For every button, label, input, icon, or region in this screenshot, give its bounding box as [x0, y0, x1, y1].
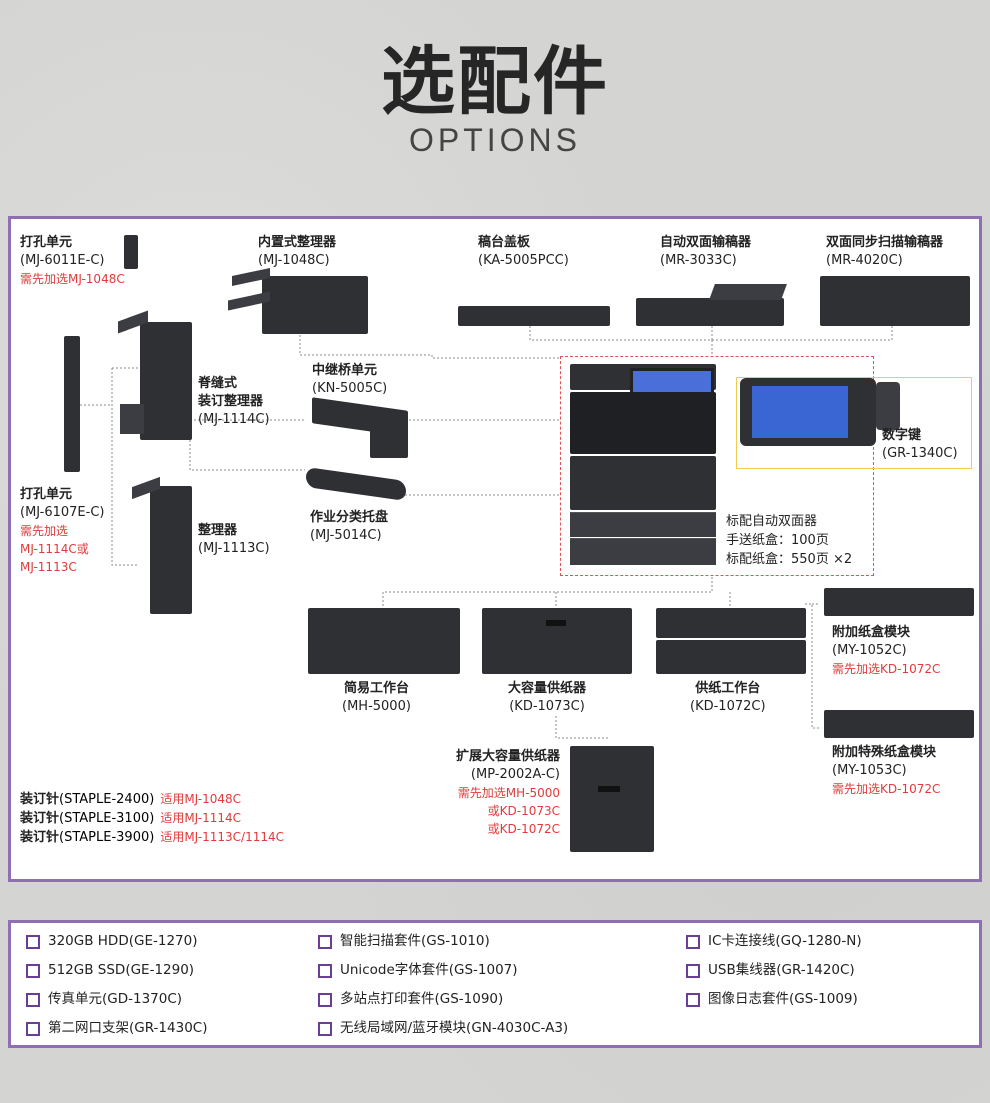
mfp-body [570, 456, 716, 510]
checkbox-icon[interactable] [318, 993, 332, 1007]
staple-item: 装订针(STAPLE-2400)适用MJ-1048C [20, 792, 242, 807]
checkbox-icon[interactable] [686, 964, 700, 978]
add-special-drawer-label: 附加特殊纸盒模块 (MY-1053C) 需先加选KD-1072C [832, 745, 941, 796]
add-special-drawer-image [824, 710, 974, 738]
bridge-unit-label: 中继桥单元 (KN-5005C) [312, 363, 388, 396]
checkbox-icon[interactable] [26, 964, 40, 978]
punch-unit-6107-label: 打孔单元 (MJ-6107E-C) 需先加选 MJ-1114C或 MJ-1113… [20, 487, 105, 574]
mfp-drawer-1 [570, 512, 716, 537]
job-separator-tray-label: 作业分类托盘 (MJ-5014C) [310, 510, 389, 543]
numeric-keypad-image [876, 382, 900, 430]
accessory-image-log[interactable]: 图像日志套件(GS-1009) [686, 990, 858, 1008]
mfp-output-area [570, 392, 716, 454]
ext-lcf-image [570, 746, 654, 852]
accessory-usb-hub[interactable]: USB集线器(GR-1420C) [686, 961, 855, 979]
accessory-multi-station-print[interactable]: 多站点打印套件(GS-1090) [318, 990, 503, 1008]
saddle-finisher-image [140, 322, 192, 440]
page-title: 选配件 [381, 39, 609, 125]
reversing-adf-tray [709, 284, 787, 300]
main-unit-frame [560, 356, 874, 576]
dual-scan-adf-image [820, 276, 970, 326]
paper-stand-label: 供纸工作台 (KD-1072C) [690, 681, 766, 714]
accessory-wlan-bluetooth[interactable]: 无线局域网/蓝牙模块(GN-4030C-A3) [318, 1019, 568, 1037]
inner-finisher-image [262, 276, 368, 334]
page-subtitle: OPTIONS [408, 122, 581, 158]
add-drawer-label: 附加纸盒模块 (MY-1052C) 需先加选KD-1072C [832, 625, 941, 676]
accessory-ssd[interactable]: 512GB SSD(GE-1290) [26, 961, 194, 979]
control-panel-frame [736, 377, 972, 469]
checkbox-icon[interactable] [318, 1022, 332, 1036]
accessory-unicode-font[interactable]: Unicode字体套件(GS-1007) [318, 961, 518, 979]
ext-lcf-label: 扩展大容量供纸器 (MP-2002A-C) 需先加选MH-5000 或KD-10… [455, 749, 560, 836]
saddle-finisher-label: 脊缝式 装订整理器 (MJ-1114C) [198, 376, 270, 427]
platen-cover-image [458, 306, 610, 326]
staple-list: 装订针(STAPLE-2400)适用MJ-1048C 装订针(STAPLE-31… [20, 790, 284, 847]
finisher-image [150, 486, 192, 614]
lcf-image [482, 608, 632, 674]
staple-item: 装订针(STAPLE-3100)适用MJ-1114C [20, 811, 242, 826]
simple-stand-label: 简易工作台 (MH-5000) [342, 681, 411, 714]
checkbox-icon[interactable] [686, 935, 700, 949]
paper-stand-drawer-1 [656, 608, 806, 638]
dual-scan-adf-label: 双面同步扫描输稿器 (MR-4020C) [826, 235, 944, 268]
accessories-panel [8, 920, 982, 1048]
add-drawer-image [824, 588, 974, 616]
checkbox-icon[interactable] [26, 935, 40, 949]
checkbox-icon[interactable] [26, 993, 40, 1007]
staple-item: 装订针(STAPLE-3900)适用MJ-1113C/1114C [20, 830, 284, 845]
finisher-label: 整理器 (MJ-1113C) [198, 523, 270, 556]
control-panel-screen [752, 386, 848, 438]
simple-stand-image [308, 608, 460, 674]
reversing-adf-label: 自动双面输稿器 (MR-3033C) [660, 235, 752, 268]
saddle-finisher-booklet-tray [120, 404, 144, 434]
accessory-hdd[interactable]: 320GB HDD(GE-1270) [26, 932, 197, 950]
accessory-ic-card-cable[interactable]: IC卡连接线(GQ-1280-N) [686, 932, 862, 950]
inner-finisher-label: 内置式整理器 (MJ-1048C) [258, 235, 337, 268]
checkbox-icon[interactable] [26, 1022, 40, 1036]
accessory-second-nic[interactable]: 第二网口支架(GR-1430C) [26, 1019, 207, 1037]
punch-unit-6011-image [124, 235, 138, 269]
checkbox-icon[interactable] [318, 964, 332, 978]
bridge-unit-body [370, 420, 408, 458]
ext-lcf-handle [598, 786, 620, 792]
platen-cover-label: 稿台盖板 (KA-5005PCC) [478, 235, 569, 268]
lcf-handle [546, 620, 566, 626]
accessory-fax[interactable]: 传真单元(GD-1370C) [26, 990, 182, 1008]
numeric-keypad-label: 数字键 (GR-1340C) [882, 428, 958, 461]
checkbox-icon[interactable] [318, 935, 332, 949]
checkbox-icon[interactable] [686, 993, 700, 1007]
paper-stand-drawer-2 [656, 640, 806, 674]
lcf-label: 大容量供纸器 (KD-1073C) [508, 681, 587, 714]
mfp-drawer-2 [570, 538, 716, 565]
standard-features-label: 标配自动双面器 手送纸盒：100页 标配纸盒：550页 ×2 [726, 514, 853, 567]
punch-unit-6107-image [64, 336, 80, 472]
reversing-adf-image [636, 298, 784, 326]
punch-unit-6011-label: 打孔单元 (MJ-6011E-C) 需先加选MJ-1048C [20, 235, 125, 286]
accessory-smart-scan[interactable]: 智能扫描套件(GS-1010) [318, 932, 490, 950]
